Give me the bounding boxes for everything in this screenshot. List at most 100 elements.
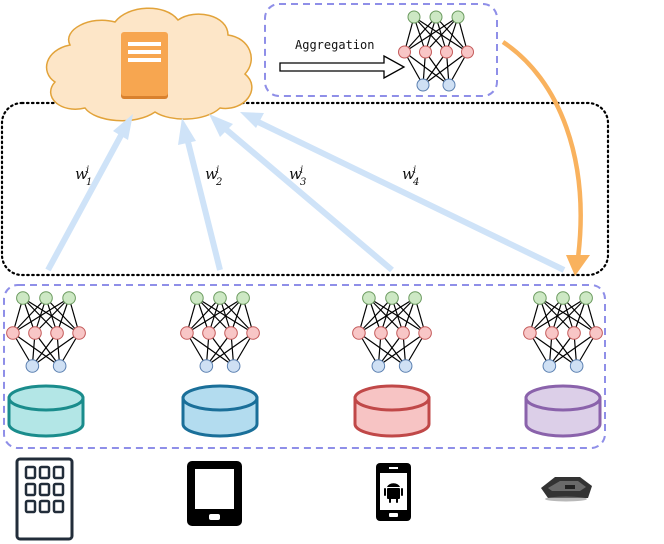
input-node — [556, 291, 570, 305]
network-edge — [425, 16, 459, 53]
weight-label-1: w i 1 — [75, 165, 92, 188]
output-node — [52, 359, 67, 373]
global-model-network — [398, 10, 474, 92]
network-edge — [404, 51, 450, 86]
network-edge — [529, 297, 564, 334]
network-edge — [529, 332, 577, 367]
input-node — [362, 291, 376, 305]
upload-arrow-3 — [209, 114, 394, 273]
output-node — [199, 359, 214, 373]
network-edge — [208, 332, 235, 367]
network-edge — [12, 297, 47, 334]
network-edge — [12, 332, 60, 367]
weight-label-2: w i 2 — [205, 165, 222, 188]
client-network-2 — [180, 291, 260, 373]
network-edge — [34, 297, 70, 334]
input-node — [429, 10, 443, 24]
weight-label-4: w i 4 — [402, 165, 419, 188]
svg-text:i: i — [413, 165, 416, 176]
svg-text:w: w — [205, 165, 218, 183]
android-logo — [384, 483, 403, 503]
hidden-node — [545, 326, 559, 340]
network-edge — [422, 51, 447, 86]
database-top — [7, 384, 85, 412]
broadcast-arrow — [501, 40, 590, 276]
hidden-node — [418, 326, 432, 340]
office-building-icon — [15, 457, 74, 541]
svg-text:i: i — [216, 165, 219, 176]
network-edge — [205, 332, 232, 367]
database-top — [181, 384, 259, 412]
svg-text:w: w — [402, 165, 415, 183]
client-databases — [7, 384, 602, 438]
cloud-server — [45, 7, 253, 122]
svg-text:2: 2 — [215, 177, 222, 188]
hidden-node — [180, 326, 194, 340]
input-node — [190, 291, 204, 305]
hidden-node — [419, 45, 432, 59]
output-node — [398, 359, 413, 373]
output-node — [442, 78, 456, 92]
output-node — [371, 359, 386, 373]
hidden-node — [28, 326, 42, 340]
input-node — [579, 291, 593, 305]
output-node — [569, 359, 584, 373]
network-edge — [358, 332, 406, 367]
upload-arrows — [45, 112, 566, 273]
input-node — [16, 291, 30, 305]
database-icon-1 — [7, 384, 85, 438]
output-node — [542, 359, 557, 373]
input-node — [62, 291, 76, 305]
client-network-1 — [6, 291, 86, 373]
neural-networks — [6, 10, 603, 373]
network-edge — [378, 332, 426, 367]
database-icon-2 — [181, 384, 259, 438]
input-node — [451, 10, 465, 24]
upload-arrow-1 — [45, 114, 133, 272]
hidden-node — [352, 326, 366, 340]
svg-text:w: w — [289, 165, 302, 183]
database-top — [524, 384, 602, 412]
hidden-node — [224, 326, 238, 340]
network-edge — [208, 297, 244, 334]
database-icon-3 — [353, 384, 431, 438]
network-edge — [548, 332, 575, 367]
output-node — [25, 359, 40, 373]
database-top — [353, 384, 431, 412]
input-node — [407, 10, 421, 24]
network-edge — [32, 332, 80, 367]
hidden-node — [246, 326, 260, 340]
input-node — [408, 291, 422, 305]
server-icon — [121, 32, 168, 99]
svg-text:3: 3 — [300, 177, 306, 188]
aggregation-box — [264, 3, 498, 97]
svg-text:w: w — [75, 165, 88, 183]
network-edge — [422, 51, 468, 86]
robot-vacuum-icon — [541, 477, 592, 502]
svg-text:i: i — [86, 165, 89, 176]
hidden-node — [461, 45, 474, 59]
network-edge — [377, 332, 404, 367]
svg-text:1: 1 — [86, 177, 92, 188]
tablet-icon — [187, 461, 242, 526]
client-network-4 — [523, 291, 603, 373]
network-edge — [12, 297, 70, 334]
network-edge — [34, 332, 61, 367]
hidden-node — [398, 45, 411, 59]
hidden-node — [50, 326, 64, 340]
network-edge — [425, 51, 450, 86]
network-edge — [404, 16, 437, 53]
hidden-node — [374, 326, 388, 340]
input-node — [385, 291, 399, 305]
input-node — [236, 291, 250, 305]
clients-box — [3, 284, 606, 449]
network-edge — [358, 297, 416, 334]
output-node — [226, 359, 241, 373]
network-edge — [206, 332, 254, 367]
upload-arrow-2 — [178, 118, 223, 271]
weight-label-3: w i 3 — [289, 165, 306, 188]
hidden-node — [523, 326, 537, 340]
input-node — [213, 291, 227, 305]
svg-text:4: 4 — [412, 177, 419, 188]
upload-arrow-4 — [240, 112, 566, 273]
